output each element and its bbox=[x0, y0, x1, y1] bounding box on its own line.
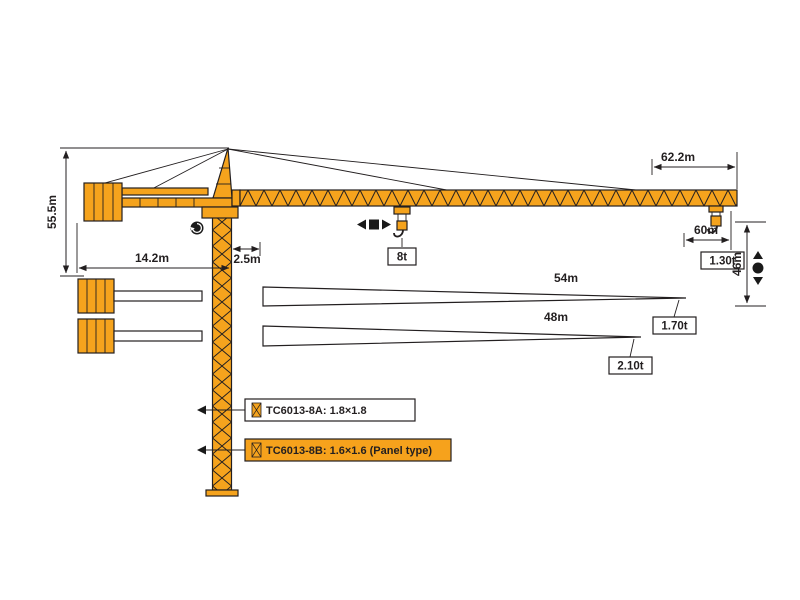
radius-60-label: 60m bbox=[694, 223, 718, 237]
jib-profile-54m: 54m 1.70t bbox=[262, 271, 697, 335]
jib48-load-text: 2.10t bbox=[617, 361, 643, 373]
trolley-hook bbox=[393, 206, 411, 247]
crane-icon bbox=[251, 402, 262, 418]
jib-tip-hanger bbox=[708, 205, 724, 213]
jib48-length-label: 48m bbox=[544, 310, 568, 324]
model-b-label: TC6013-8B: 1.6×1.6 (Panel type) bbox=[197, 438, 452, 462]
crane-icon bbox=[251, 442, 262, 458]
dim-counter-radius: 14.2m bbox=[76, 223, 230, 273]
tower-height-label: 55.5m bbox=[45, 195, 59, 229]
hook-icon bbox=[393, 229, 404, 238]
slewing-deck bbox=[201, 206, 239, 219]
arrow-left-icon bbox=[197, 445, 206, 455]
total-length-label: 62.2m bbox=[661, 150, 695, 164]
tower-mast bbox=[205, 197, 239, 497]
arrow-left-icon bbox=[197, 405, 206, 415]
dim-total-length: 62.2m bbox=[651, 150, 738, 189]
max-load-label: 8t bbox=[387, 247, 417, 266]
dim-radius-60: 60m bbox=[683, 211, 732, 250]
dim-offset: 2.5m bbox=[232, 242, 261, 266]
hook-height-label: 46m bbox=[730, 252, 744, 276]
dim-hook-height: 46m bbox=[730, 221, 766, 307]
hook-icon bbox=[707, 225, 718, 234]
load-60-text: 1.30t bbox=[709, 256, 735, 268]
jib54-length-label: 54m bbox=[554, 271, 578, 285]
pendant-lines bbox=[93, 148, 647, 192]
model-a-label: TC6013-8A: 1.8×1.8 bbox=[197, 398, 416, 422]
hook-travel-icon bbox=[752, 251, 764, 285]
offset-label: 2.5m bbox=[233, 252, 260, 266]
model-a-text: TC6013-8A: 1.8×1.8 bbox=[266, 405, 367, 417]
anchor-bar bbox=[113, 330, 203, 342]
anchor-bar bbox=[113, 290, 203, 302]
counter-jib bbox=[83, 182, 233, 222]
mast-base bbox=[205, 489, 239, 497]
counter-radius-label: 14.2m bbox=[135, 251, 169, 265]
slewing-rotation-icon bbox=[190, 221, 204, 235]
ballast-blocks bbox=[77, 278, 203, 354]
jib-profile-48m: 48m 2.10t bbox=[262, 310, 653, 375]
dim-tower-height: 55.5m bbox=[45, 147, 229, 277]
trolley-travel-icon bbox=[357, 219, 391, 230]
main-jib bbox=[231, 189, 738, 213]
max-load-text: 8t bbox=[397, 252, 407, 264]
model-b-text: TC6013-8B: 1.6×1.6 (Panel type) bbox=[266, 445, 432, 457]
jib54-load-text: 1.70t bbox=[661, 321, 687, 333]
tip-hook bbox=[707, 212, 722, 234]
